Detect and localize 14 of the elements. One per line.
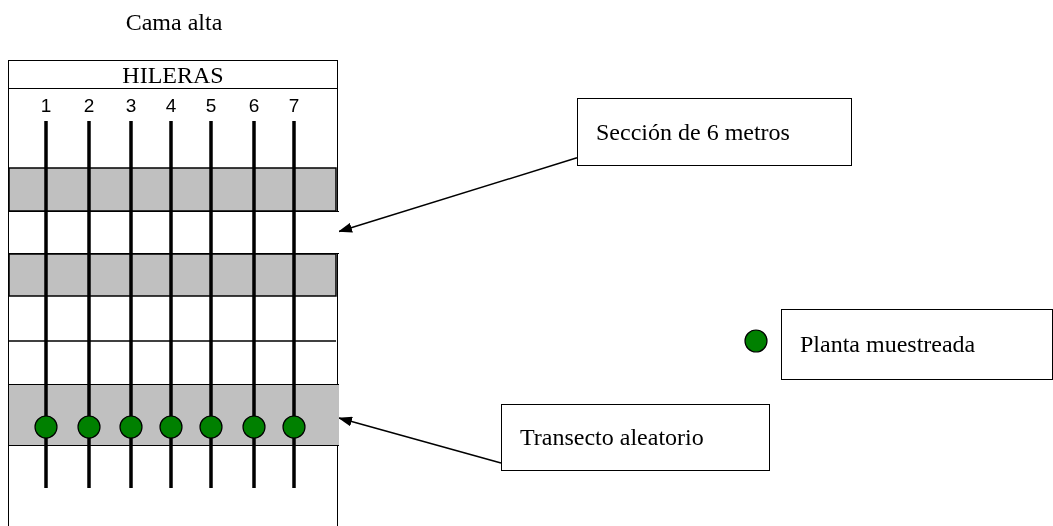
header-text: HILERAS [9, 61, 337, 89]
row-number: 7 [287, 95, 301, 117]
row-number: 3 [124, 95, 138, 117]
row-number: 2 [82, 95, 96, 117]
arrow [338, 157, 578, 233]
row-number: 5 [204, 95, 218, 117]
legend-text: Planta muestreada [781, 309, 1053, 380]
callout-box: Sección de 6 metros [577, 98, 852, 166]
arrow [338, 416, 502, 464]
row-number: 4 [164, 95, 178, 117]
callout-box: Transecto aleatorio [501, 404, 770, 471]
row-number: 1 [39, 95, 53, 117]
row-number: 6 [247, 95, 261, 117]
bed-title: Cama alta [124, 9, 224, 36]
